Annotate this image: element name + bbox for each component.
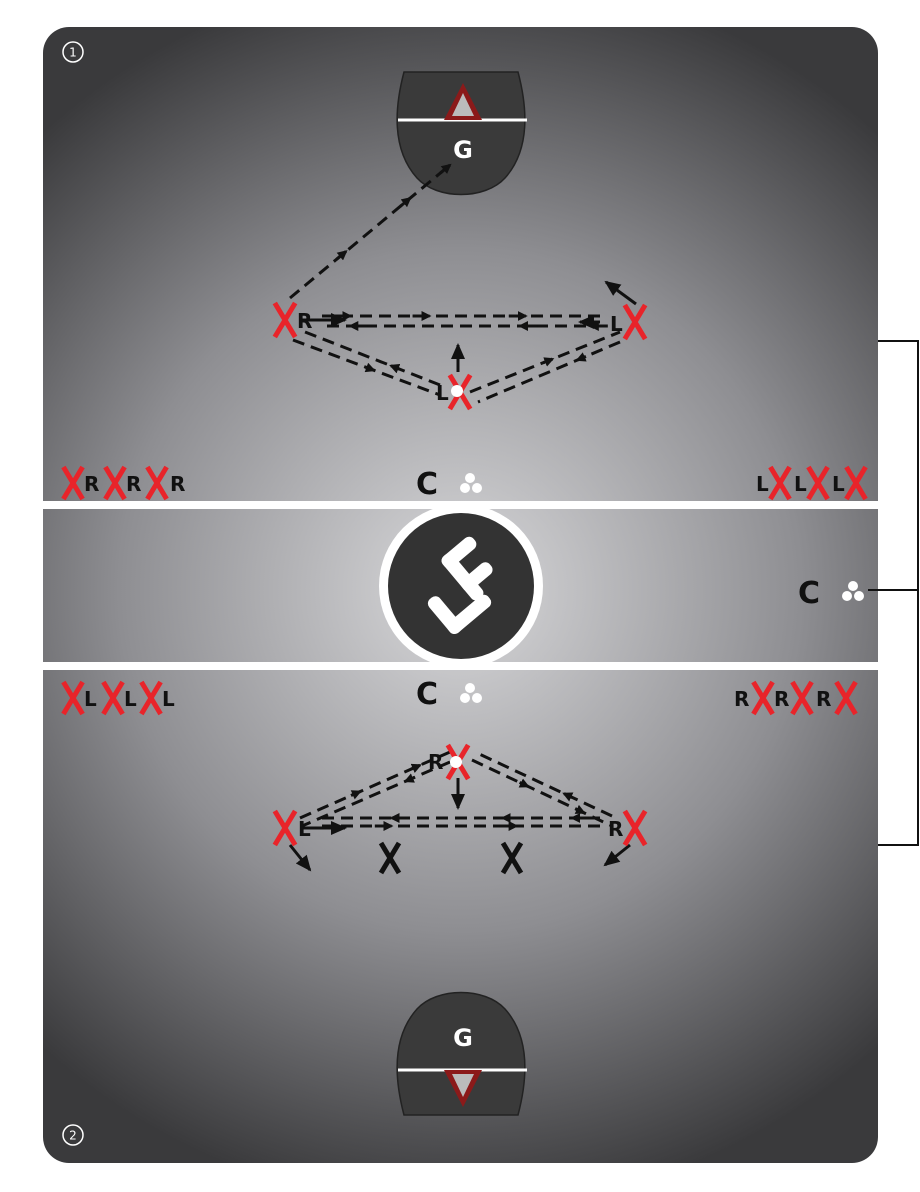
pass-line	[299, 750, 451, 820]
field-bracket	[868, 340, 919, 846]
pass-line	[477, 340, 621, 404]
field-number-1: 1	[62, 41, 84, 63]
line-player-label: R	[84, 472, 99, 496]
arrow-icon	[542, 357, 555, 367]
line-player-label: L	[832, 472, 845, 496]
line-player-label: L	[162, 687, 175, 711]
player-label: R	[428, 750, 443, 774]
arrow-icon	[399, 196, 412, 208]
player-x-icon	[272, 301, 298, 339]
svg-text:C: C	[798, 576, 820, 611]
player-label: R	[297, 309, 312, 333]
line-player-label: L	[794, 472, 807, 496]
pass-line	[471, 758, 613, 828]
line-player-label: R	[126, 472, 141, 496]
center-logo	[379, 504, 543, 668]
pass-line	[299, 328, 441, 387]
line-player-label: L	[84, 687, 97, 711]
player-x-icon	[622, 303, 648, 341]
goal-crease-top: G	[396, 71, 527, 196]
player-label: L	[610, 312, 623, 336]
player-x-icon	[806, 465, 830, 501]
svg-text:2: 2	[69, 1129, 77, 1143]
player-label: L	[298, 817, 311, 841]
player-x-icon	[622, 809, 648, 847]
arrow-icon	[389, 364, 401, 374]
coach-side: C	[798, 576, 864, 611]
player-x-icon	[101, 680, 125, 716]
arrow-icon	[604, 280, 637, 306]
player-x-icon	[103, 465, 127, 501]
arrow-icon	[518, 778, 530, 788]
line-player-label: R	[774, 687, 789, 711]
arrow-icon	[562, 792, 574, 802]
svg-text:G: G	[453, 1024, 473, 1052]
arrow-icon	[364, 362, 376, 373]
player-x-icon	[61, 465, 85, 501]
field-number-2: 2	[62, 1124, 84, 1146]
coach-top: C	[416, 467, 482, 502]
svg-text:G: G	[453, 136, 473, 164]
player-x-icon	[139, 680, 163, 716]
arrow-icon	[288, 844, 312, 872]
line-player-label: R	[170, 472, 185, 496]
player-x-icon	[378, 841, 402, 875]
player-x-icon	[768, 465, 792, 501]
arrow-icon	[403, 773, 416, 783]
player-x-icon	[61, 680, 85, 716]
arrow-icon	[575, 352, 587, 362]
player-x-icon	[751, 680, 775, 716]
player-x-icon	[500, 841, 524, 875]
player-x-icon	[844, 465, 868, 501]
arrow-icon	[603, 843, 631, 867]
svg-text:C: C	[416, 677, 438, 712]
line-player-label: R	[816, 687, 831, 711]
player-label: R	[608, 817, 623, 841]
line-player-label: R	[734, 687, 749, 711]
arrow-icon	[410, 763, 422, 773]
coach-bottom: C	[416, 677, 482, 712]
line-player-label: L	[124, 687, 137, 711]
player-x-icon	[834, 680, 858, 716]
player-label: L	[436, 381, 449, 405]
ball-icon	[451, 385, 463, 397]
arrow-icon	[335, 250, 348, 261]
svg-text:1: 1	[69, 46, 77, 60]
pass-line	[289, 163, 451, 300]
ball-icon	[450, 756, 462, 768]
player-x-icon	[145, 465, 169, 501]
svg-text:C: C	[416, 467, 438, 502]
pass-line	[474, 750, 613, 818]
arrow-icon	[439, 163, 452, 175]
goal-crease-bottom: G	[396, 991, 527, 1116]
pass-line	[301, 760, 451, 828]
arrow-icon	[574, 804, 586, 815]
line-player-label: L	[756, 472, 769, 496]
arrow-icon	[350, 790, 362, 800]
player-x-icon	[272, 809, 298, 847]
player-x-icon	[790, 680, 814, 716]
